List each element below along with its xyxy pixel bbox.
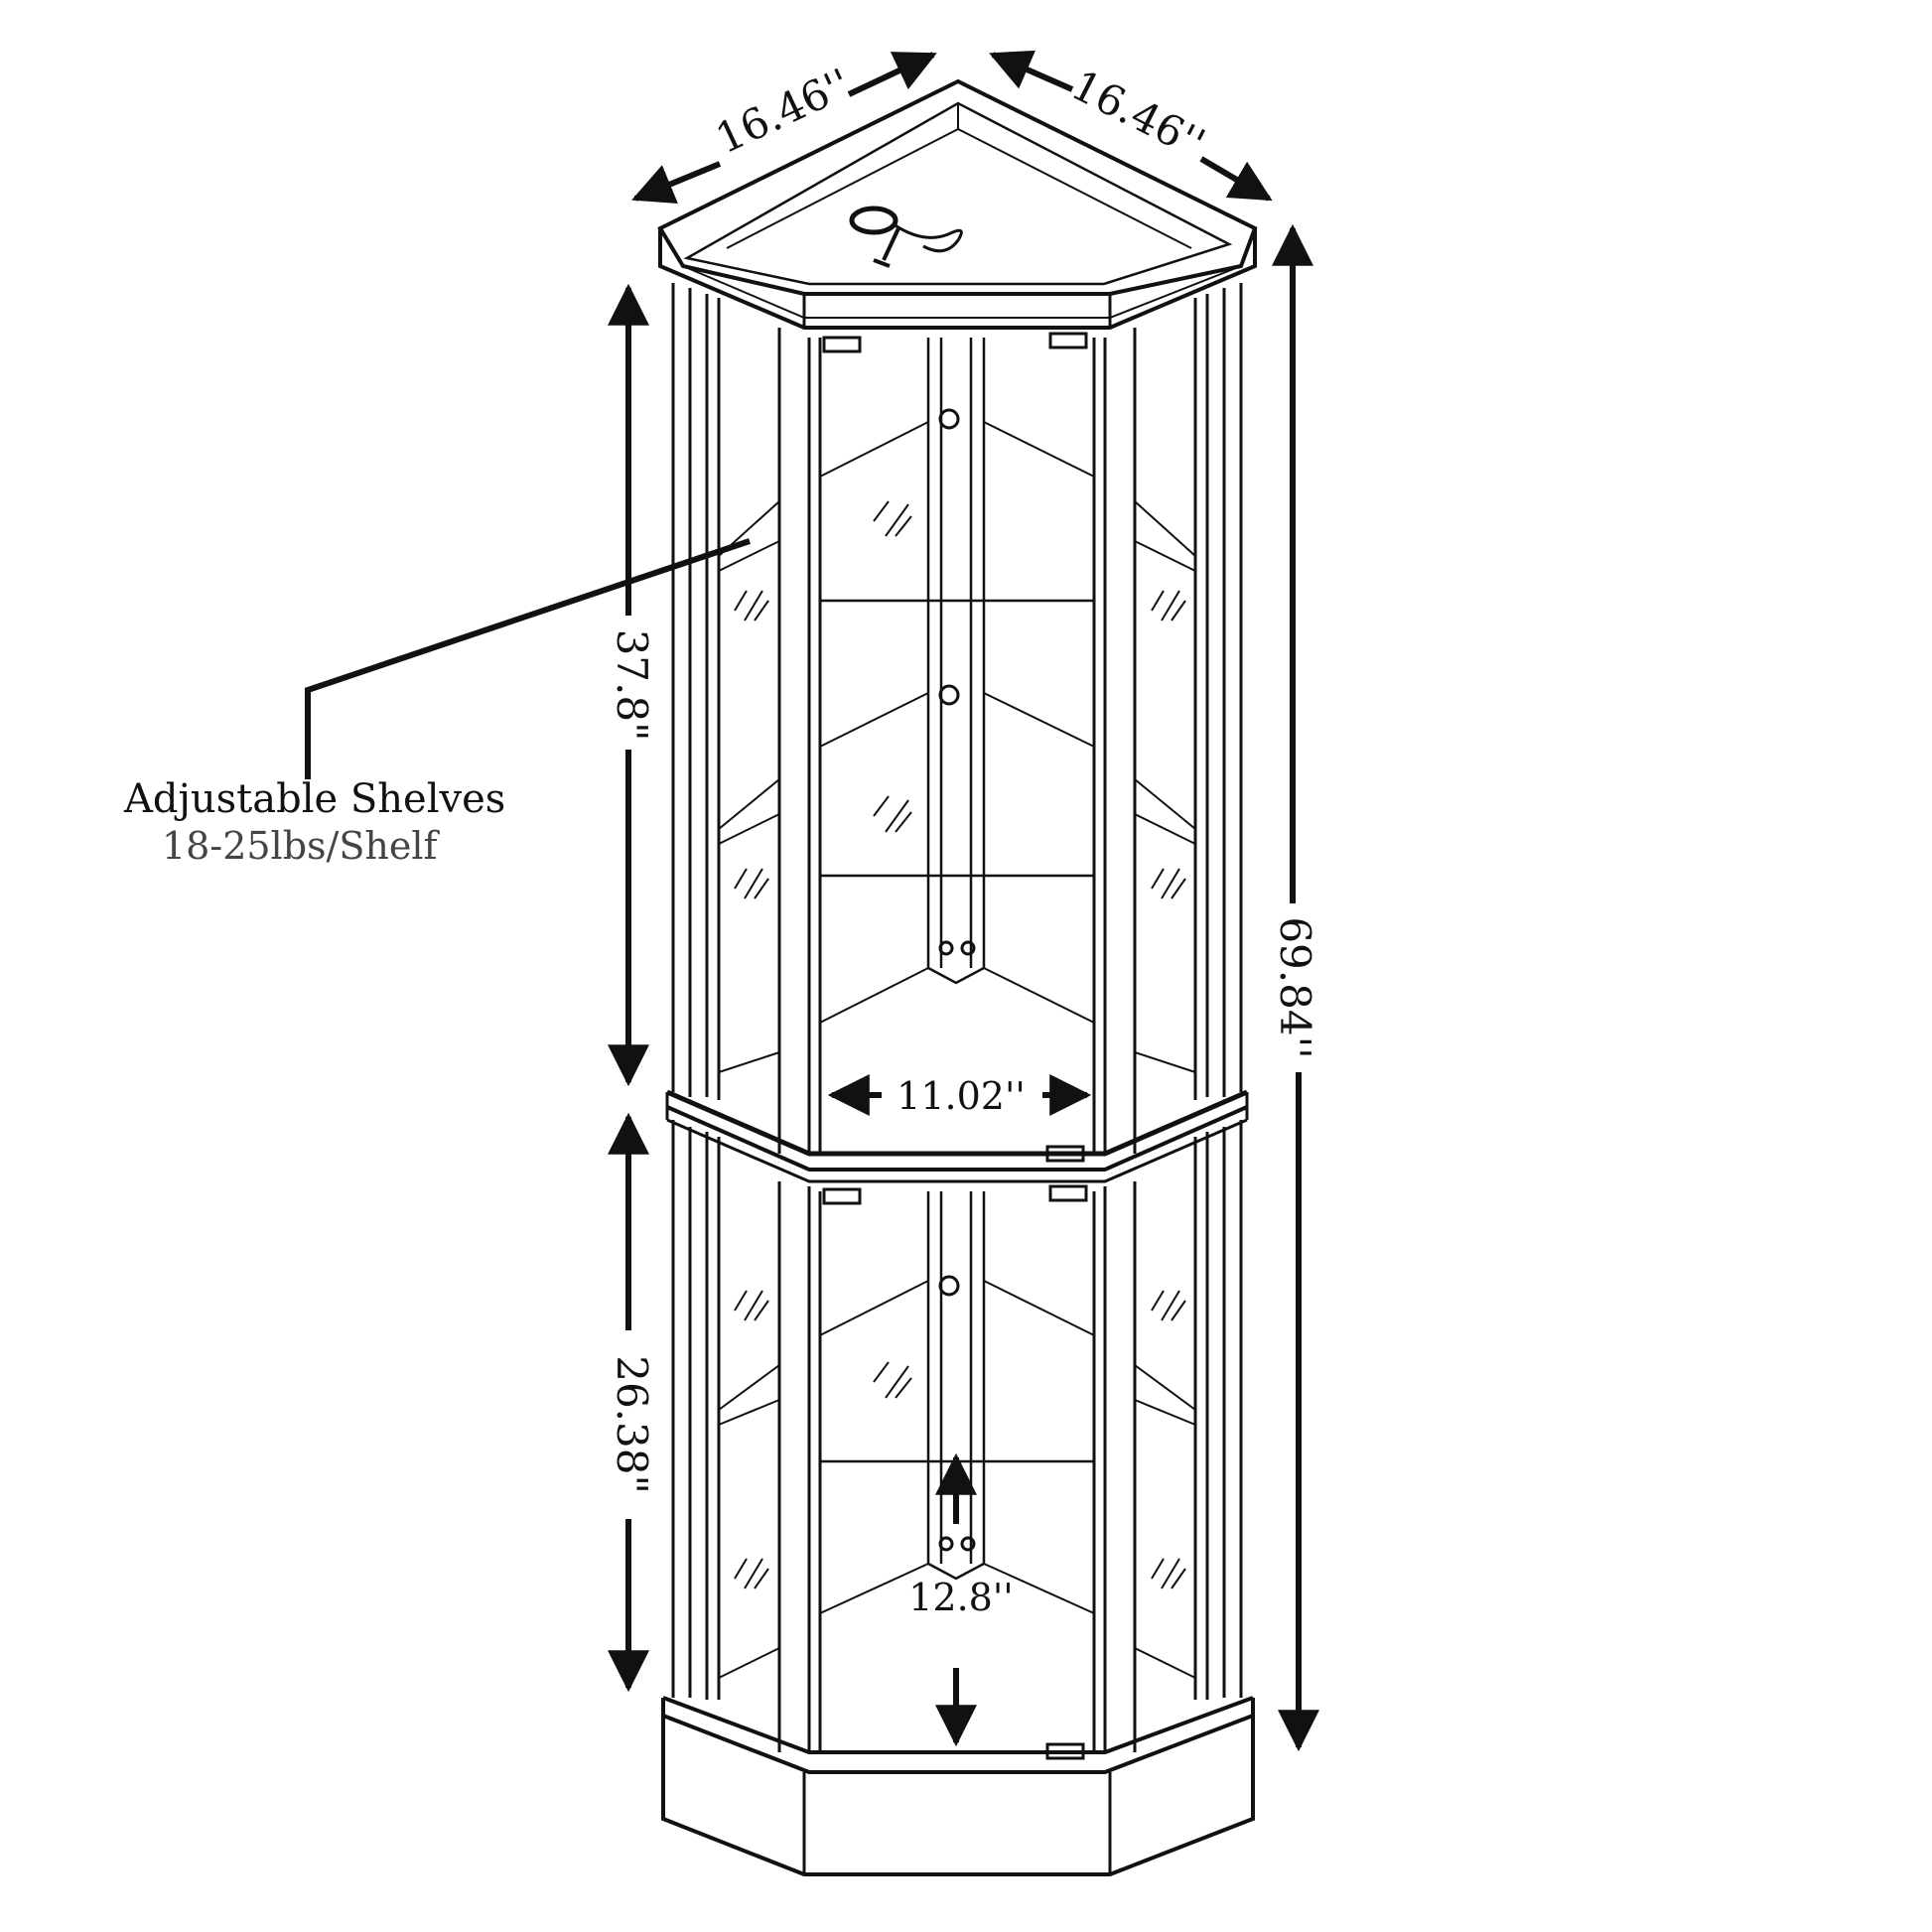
dim-lower-height: 26.38" [608, 1355, 656, 1494]
dim-total-height: 69.84'' [1271, 916, 1319, 1058]
dim-shelf-spacing: 12.8'' [908, 1576, 1014, 1619]
dim-top-left: 16.46'' [709, 59, 859, 163]
middle-molding [665, 1089, 1249, 1205]
lower-section [671, 1120, 1243, 1752]
callout-label: Adjustable Shelves 18-25lbs/Shelf [124, 776, 541, 868]
callout-subtitle: 18-25lbs/Shelf [162, 824, 438, 868]
dimension-lines [305, 50, 1319, 1752]
power-cord-icon [849, 206, 963, 268]
dim-top-right: 16.46'' [1064, 61, 1213, 169]
callout-title: Adjustable Shelves [124, 776, 506, 822]
dim-door-width: 11.02'' [897, 1074, 1026, 1118]
cabinet-drawing [657, 78, 1258, 1876]
upper-section [671, 283, 1243, 1154]
base-plinth [661, 1696, 1255, 1876]
top-crown [657, 78, 1258, 330]
dim-upper-height: 37.8" [608, 629, 656, 742]
